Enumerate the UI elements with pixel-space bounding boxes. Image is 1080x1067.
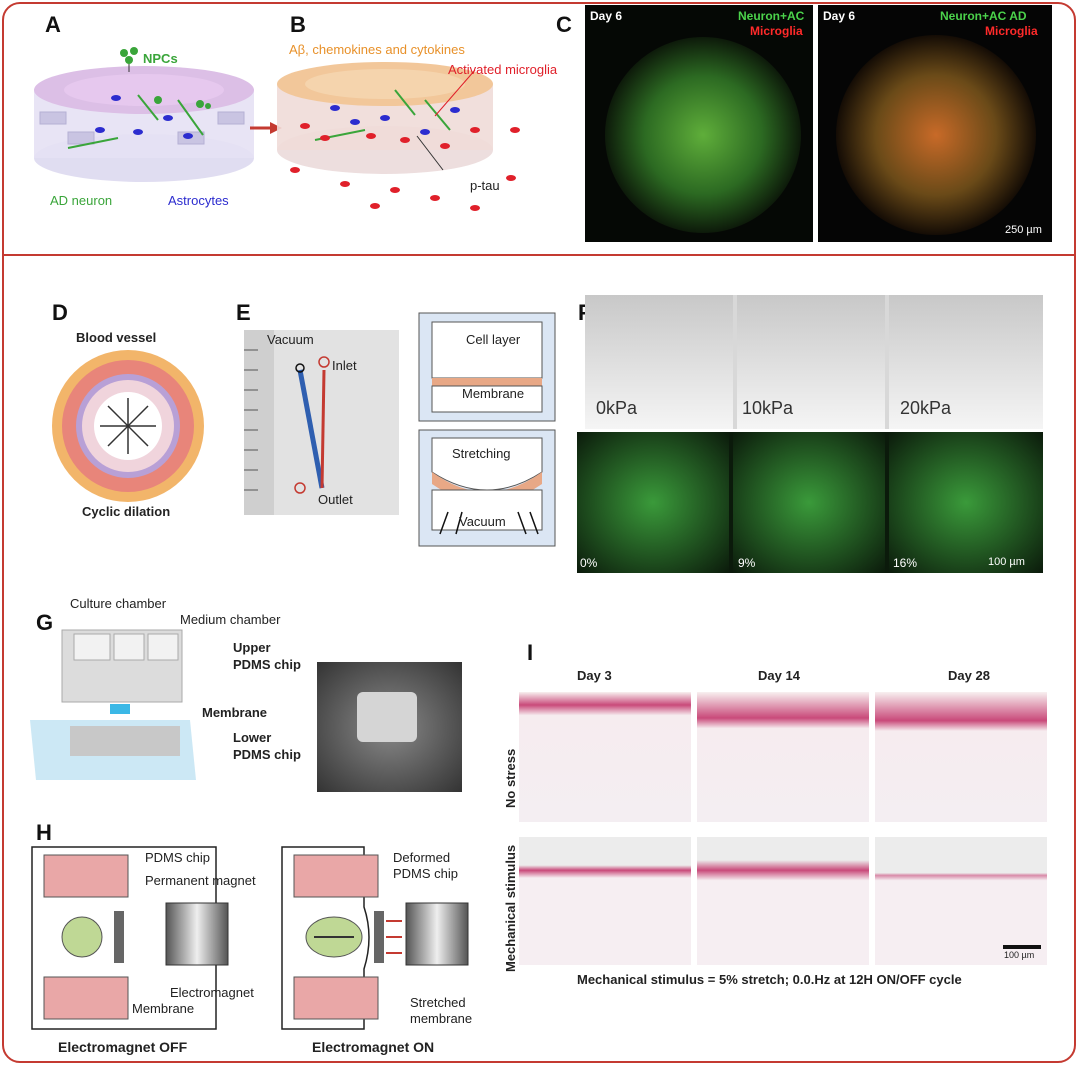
f-pct-1: 9% [738, 556, 756, 570]
f-scale-label: 100 µm [988, 556, 1025, 568]
e-vacuum2-label: Vacuum [459, 514, 506, 529]
g-lower-label-2: PDMS chip [233, 747, 301, 762]
h-deformed-label-1: Deformed [393, 850, 451, 865]
panel-h-diagram [31, 846, 469, 1030]
h-stretched-label-2: membrane [410, 1011, 473, 1026]
e-outlet-label: Outlet [318, 492, 353, 507]
panel-c-letter: C [556, 12, 572, 37]
c-left-day: Day 6 [590, 9, 623, 23]
h-membrane-label: Membrane [132, 1001, 195, 1016]
i-caption: Mechanical stimulus = 5% stretch; 0.0.Hz… [577, 972, 962, 987]
i-day-2: Day 28 [948, 668, 990, 683]
i-row-label-2: Mechanical stimulus [503, 844, 518, 972]
i-day-0: Day 3 [577, 668, 612, 683]
c-left-red-label: Microglia [750, 24, 803, 38]
abeta-label: Aβ, chemokines and cytokines [289, 42, 465, 57]
g-medium-label: Medium chamber [180, 612, 281, 627]
i-image-nostress-day28 [875, 692, 1047, 822]
activated-microglia-label: Activated microglia [448, 62, 558, 77]
f-fluorescence-images [577, 432, 1043, 573]
e-cell-layer-label: Cell layer [466, 332, 521, 347]
panel-d-vessel-diagram [52, 350, 204, 502]
e-stretching-label: Stretching [452, 446, 511, 461]
ad-neuron-label: AD neuron [50, 193, 113, 208]
h-perm-magnet-label: Permanent magnet [145, 873, 256, 888]
f-pressure-images [585, 295, 1043, 429]
panel-b-diagram [277, 62, 520, 211]
npcs-label: NPCs [143, 51, 178, 66]
panel-g-chip-diagram [30, 629, 196, 780]
f-kpa-0: 0kPa [596, 398, 638, 418]
section-divider [2, 254, 1076, 256]
e-membrane-label: Membrane [462, 386, 525, 401]
astrocytes-label: Astrocytes [168, 193, 229, 208]
i-scale-label: 100 µm [1004, 950, 1035, 960]
i-row-label-1: No stress [503, 748, 518, 808]
f-pct-0: 0% [580, 556, 598, 570]
d-bottom-label: Cyclic dilation [82, 504, 171, 519]
panel-a-diagram [34, 47, 254, 182]
c-scale-label: 250 µm [1005, 224, 1042, 236]
h-deformed-label-2: PDMS chip [393, 866, 459, 881]
i-image-nostress-day14 [697, 692, 869, 822]
i-scale-bar [1003, 945, 1041, 949]
panel-e-letter: E [236, 300, 251, 325]
c-right-day: Day 6 [823, 9, 856, 23]
g-culture-label: Culture chamber [70, 596, 167, 611]
g-membrane-label: Membrane [202, 705, 268, 720]
panel-d-letter: D [52, 300, 68, 325]
c-left-green-label: Neuron+AC [738, 9, 805, 23]
f-kpa-1: 10kPa [742, 398, 794, 418]
panel-e-cross-section [418, 312, 556, 547]
a-to-b-arrow-icon [250, 122, 282, 134]
g-upper-label-2: PDMS chip [233, 657, 301, 672]
c-right-green-label: Neuron+AC AD [940, 9, 1027, 23]
i-image-stim-day3 [519, 837, 691, 965]
panel-c-left-image [585, 5, 813, 242]
h-pdms-label: PDMS chip [145, 850, 211, 865]
f-pct-2: 16% [893, 556, 918, 570]
h-electromagnet-label: Electromagnet [170, 985, 254, 1000]
i-image-nostress-day3 [519, 692, 691, 822]
g-lower-label-1: Lower [233, 730, 272, 745]
panel-c-right-image [818, 5, 1052, 242]
ptau-label: p-tau [470, 178, 500, 193]
c-right-red-label: Microglia [985, 24, 1038, 38]
i-day-1: Day 14 [758, 668, 800, 683]
g-chip-photo [317, 662, 462, 792]
g-upper-label-1: Upper [233, 640, 271, 655]
panel-i-letter: I [527, 640, 534, 665]
h-on-label: Electromagnet ON [312, 1039, 435, 1055]
e-inlet-label: Inlet [332, 358, 357, 373]
f-kpa-2: 20kPa [900, 398, 952, 418]
panel-g-letter: G [36, 610, 54, 635]
d-top-label: Blood vessel [76, 330, 157, 345]
e-vacuum-label: Vacuum [267, 332, 314, 347]
panel-e-chip-photo [244, 330, 399, 515]
i-image-stim-day28 [875, 837, 1047, 965]
h-off-label: Electromagnet OFF [58, 1039, 188, 1055]
i-image-stim-day14 [697, 837, 869, 965]
panel-h-letter: H [36, 820, 52, 845]
panel-b-letter: B [290, 12, 306, 37]
h-stretched-label-1: Stretched [410, 995, 466, 1010]
panel-a-letter: A [45, 12, 61, 37]
